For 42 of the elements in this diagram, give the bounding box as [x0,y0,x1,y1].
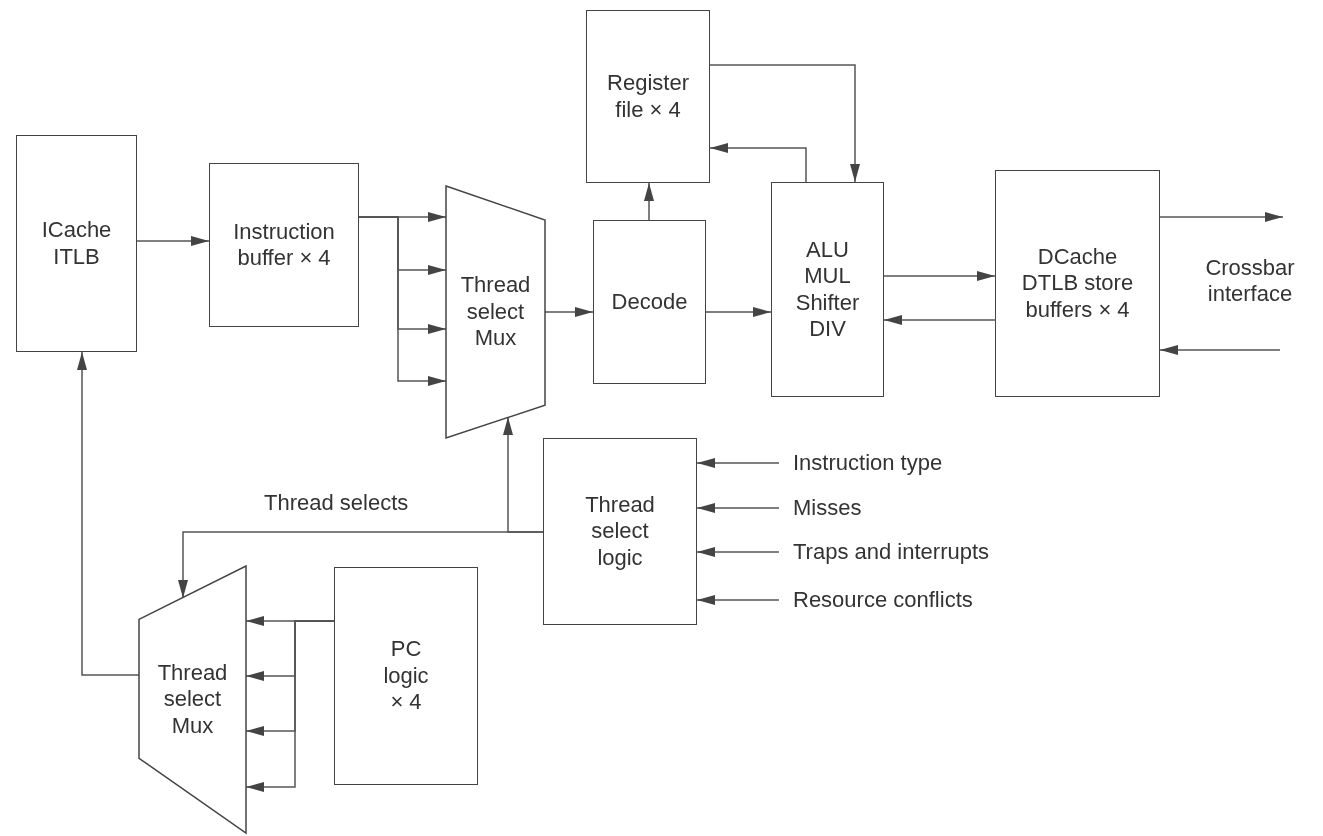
block-label: Register file × 4 [606,70,690,123]
port-label: Crossbar interface [1204,255,1296,308]
signal-label: Traps and interrupts [793,539,990,565]
block-label: Thread select Mux [459,272,532,352]
arrow [696,458,780,468]
arrow [709,64,860,183]
block-label: Instruction buffer × 4 [232,218,336,272]
arrow [709,143,807,183]
block-label: ICache ITLB [40,217,113,270]
arrow [696,547,780,557]
arrow [644,182,654,221]
arrow [358,216,447,386]
arrow [696,595,780,605]
block-box [586,10,710,183]
arrow [705,307,772,317]
mux-trapezoid [446,186,545,438]
block-label: ALU MUL Shifter DIV [794,236,861,343]
signal-label: Misses [793,495,862,521]
arrow [1159,345,1281,355]
arrow [245,620,335,792]
arrow [178,531,544,599]
block-box [209,163,359,327]
arrow [883,315,996,325]
block-label: Decode [611,288,688,316]
arrow [883,271,996,281]
block-label: PC logic × 4 [382,636,430,716]
block-label: DCache DTLB store buffers × 4 [1021,243,1134,324]
arrow [136,236,210,246]
arrow [1159,212,1284,222]
block-box [16,135,137,352]
block-box [593,220,706,384]
block-box [334,567,478,785]
signal-label: Resource conflicts [793,587,973,613]
mux-trapezoid [139,566,246,833]
block-box [771,182,884,397]
block-label: Thread select Mux [156,659,229,740]
block-box [543,438,697,625]
signal-label: Instruction type [793,450,943,476]
block-box [995,170,1160,397]
arrow [77,351,140,676]
arrow [696,503,780,513]
block-label: Thread select logic [584,491,656,572]
